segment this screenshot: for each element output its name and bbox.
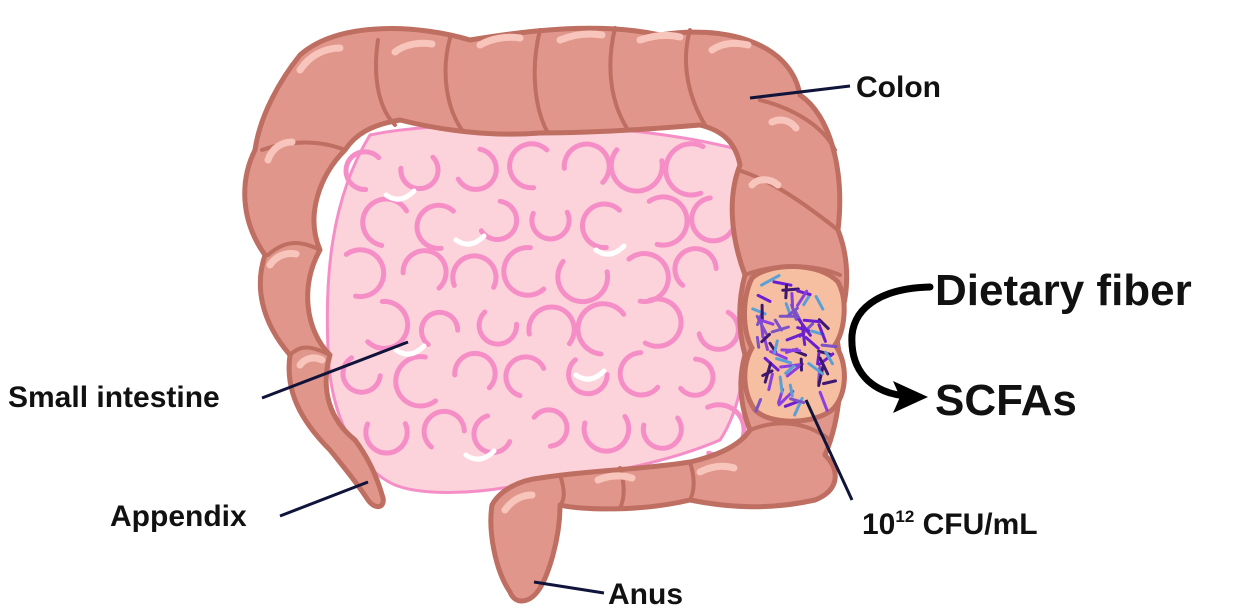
bacterium-icon	[790, 385, 792, 396]
density-unit: CFU/mL	[914, 508, 1037, 541]
bacterium-icon	[757, 337, 758, 347]
colon-label: Colon	[856, 71, 941, 104]
bacterium-icon	[786, 285, 787, 297]
small-intestine	[327, 125, 746, 493]
bacterium-icon	[792, 294, 793, 307]
dietary-fiber-label: Dietary fiber	[935, 266, 1192, 315]
fermentation-arrow	[852, 287, 930, 413]
bacterium-icon	[822, 345, 836, 347]
scfas-label: SCFAs	[935, 376, 1077, 425]
bacterium-icon	[780, 377, 782, 392]
bacterium-icon	[782, 350, 800, 351]
density-base: 10	[862, 508, 895, 541]
appendix-label: Appendix	[110, 500, 247, 533]
bacterium-icon	[804, 320, 819, 321]
appendix-leader-line	[280, 482, 368, 516]
small-intestine-body	[327, 125, 746, 493]
anus-label: Anus	[608, 578, 683, 608]
bacteria-pocket	[745, 266, 845, 421]
fermentation-arrow-curve	[852, 287, 930, 396]
density-exponent: 12	[895, 507, 914, 526]
anus-leader-line	[534, 582, 604, 593]
bacterial-density-label: 1012 CFU/mL	[862, 507, 1038, 541]
small-intestine-label: Small intestine	[8, 381, 220, 414]
